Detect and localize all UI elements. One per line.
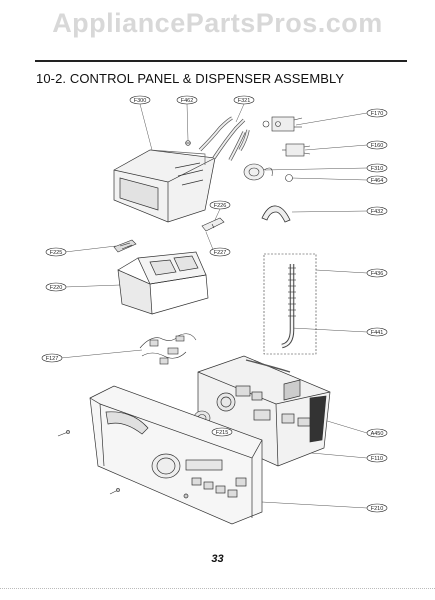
callout-F220-text: F220	[50, 285, 63, 291]
callout-F310-text: F310	[371, 166, 384, 172]
callout-F127-text: F127	[46, 356, 59, 362]
inlet-hoses-part	[198, 116, 250, 161]
callout-F210: F210	[366, 503, 388, 513]
watermark-logo: AppliancePartsPros.com	[52, 8, 383, 38]
callout-A450-text: A450	[371, 431, 384, 437]
callout-F321: F321	[233, 95, 255, 105]
callout-F170-text: F170	[371, 111, 384, 117]
screw-part	[185, 140, 191, 146]
drain-hose-part	[263, 253, 317, 355]
inlet-valve-2-part	[282, 143, 311, 157]
wire-harness-part	[139, 333, 197, 365]
callout-F220: F220	[45, 282, 67, 292]
callout-F215: F215	[211, 427, 233, 437]
callout-F227-text: F227	[214, 250, 227, 256]
dispenser-housing-part	[113, 149, 216, 223]
callout-F462: F462	[176, 95, 198, 105]
hose-clamp-part	[261, 205, 291, 223]
callout-F215-text: F215	[216, 430, 229, 436]
callout-F227: F227	[209, 247, 231, 257]
inlet-valve-part	[262, 116, 303, 132]
callout-F226: F226	[209, 200, 231, 210]
callout-F464-text: F464	[371, 178, 384, 184]
callout-F160-text: F160	[371, 143, 384, 149]
page-number: 33	[211, 553, 224, 565]
callout-F127: F127	[41, 353, 63, 363]
control-panel-part	[89, 385, 263, 525]
callout-F441: F441	[366, 327, 388, 337]
callout-F321-text: F321	[238, 98, 251, 104]
dispenser-drawer-part	[117, 251, 209, 315]
callout-F441-text: F441	[371, 330, 384, 336]
callout-F432: F432	[366, 206, 388, 216]
callout-F225-text: F225	[50, 250, 63, 256]
callout-F464: F464	[366, 175, 388, 185]
detergent-cap-part	[113, 239, 137, 253]
callout-F225: F225	[45, 247, 67, 257]
callout-F110: F110	[366, 453, 388, 463]
callout-F226-text: F226	[214, 203, 227, 209]
callout-F170: F170	[366, 108, 388, 118]
footer-divider	[0, 588, 435, 589]
header-rule	[35, 60, 407, 62]
dispenser-bellow-part	[243, 163, 293, 182]
siphon-cap-part	[201, 217, 225, 232]
callout-F432-text: F432	[371, 209, 384, 215]
callout-F300: F300	[129, 95, 151, 105]
section-title: 10-2. CONTROL PANEL & DISPENSER ASSEMBLY	[36, 71, 345, 86]
callout-F436-text: F436	[371, 271, 384, 277]
screws-part	[57, 430, 120, 495]
callout-F300-text: F300	[134, 98, 147, 104]
callout-F462-text: F462	[181, 98, 194, 104]
callout-F310: F310	[366, 163, 388, 173]
callout-A450: A450	[366, 428, 388, 438]
callout-F110-text: F110	[371, 456, 383, 462]
callout-F436: F436	[366, 268, 388, 278]
callout-F160: F160	[366, 140, 388, 150]
callout-F210-text: F210	[371, 506, 384, 512]
